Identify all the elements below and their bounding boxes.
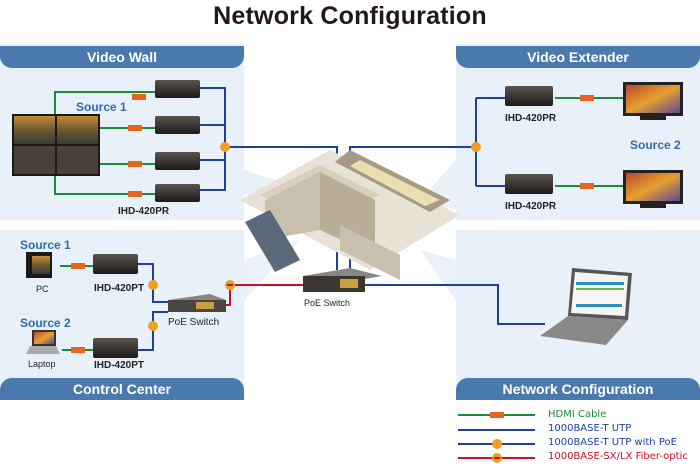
hdmi-badge	[128, 161, 142, 167]
control-center-poe-switch-icon	[168, 294, 226, 312]
poe-badge	[471, 142, 481, 152]
hdmi-badge	[71, 263, 85, 269]
central-poe-switch-icon	[303, 268, 382, 292]
legend-label-hdmi: HDMI Cable	[548, 409, 607, 420]
laptop-wiring	[365, 284, 545, 325]
control-source-1-label: Source 1	[20, 238, 71, 252]
legend-label-poe: 1000BASE-T UTP with PoE	[548, 437, 677, 448]
hdmi-badge	[71, 347, 85, 353]
transmitter-1-label: IHD-420PT	[94, 283, 145, 294]
legend-label-fiber: 1000BASE-SX/LX Fiber-optic	[548, 451, 688, 462]
hdmi-badge	[580, 95, 594, 101]
poe-badge	[148, 321, 158, 331]
control-center-header: Control Center	[0, 378, 244, 400]
hdmi-badge	[132, 94, 146, 100]
pc-label: PC	[36, 284, 49, 294]
train-station-illustration	[240, 150, 460, 280]
poe-badges	[148, 142, 481, 331]
page-title: Network Configuration	[213, 2, 487, 30]
hdmi-badges	[71, 94, 594, 353]
network-config-header: Network Configuration	[456, 378, 700, 400]
poe-badge	[220, 142, 230, 152]
control-center-transmitters	[93, 254, 138, 358]
video-wall-header: Video Wall	[0, 46, 244, 68]
extender-receivers	[505, 86, 553, 194]
extender-tvs	[623, 82, 683, 208]
video-wall-source-label: Source 1	[76, 100, 127, 114]
config-laptop-icon	[540, 268, 632, 345]
video-extender-header: Video Extender	[456, 46, 700, 68]
hdmi-badge	[580, 183, 594, 189]
control-poe-switch-label: PoE Switch	[168, 317, 220, 328]
extender-device-label-1: IHD-420PR	[505, 113, 557, 124]
video-wall-device-label: IHD-420PR	[118, 206, 170, 217]
legend-lines	[458, 412, 535, 463]
transmitter-2-label: IHD-420PT	[94, 360, 145, 371]
laptop-source-icon	[26, 330, 60, 354]
poe-badge	[148, 280, 158, 290]
laptop-label: Laptop	[28, 359, 56, 369]
control-source-2-label: Source 2	[20, 316, 71, 330]
hdmi-badge	[128, 191, 142, 197]
video-wall-receivers	[155, 80, 200, 202]
pc-icon	[26, 252, 52, 278]
extender-device-label-2: IHD-420PR	[505, 201, 557, 212]
video-extender-source-label: Source 2	[630, 138, 681, 152]
hdmi-badge	[128, 125, 142, 131]
video-wall-screens	[12, 114, 100, 176]
central-poe-switch-label: PoE Switch	[304, 298, 351, 308]
legend-label-utp: 1000BASE-T UTP	[548, 423, 632, 434]
